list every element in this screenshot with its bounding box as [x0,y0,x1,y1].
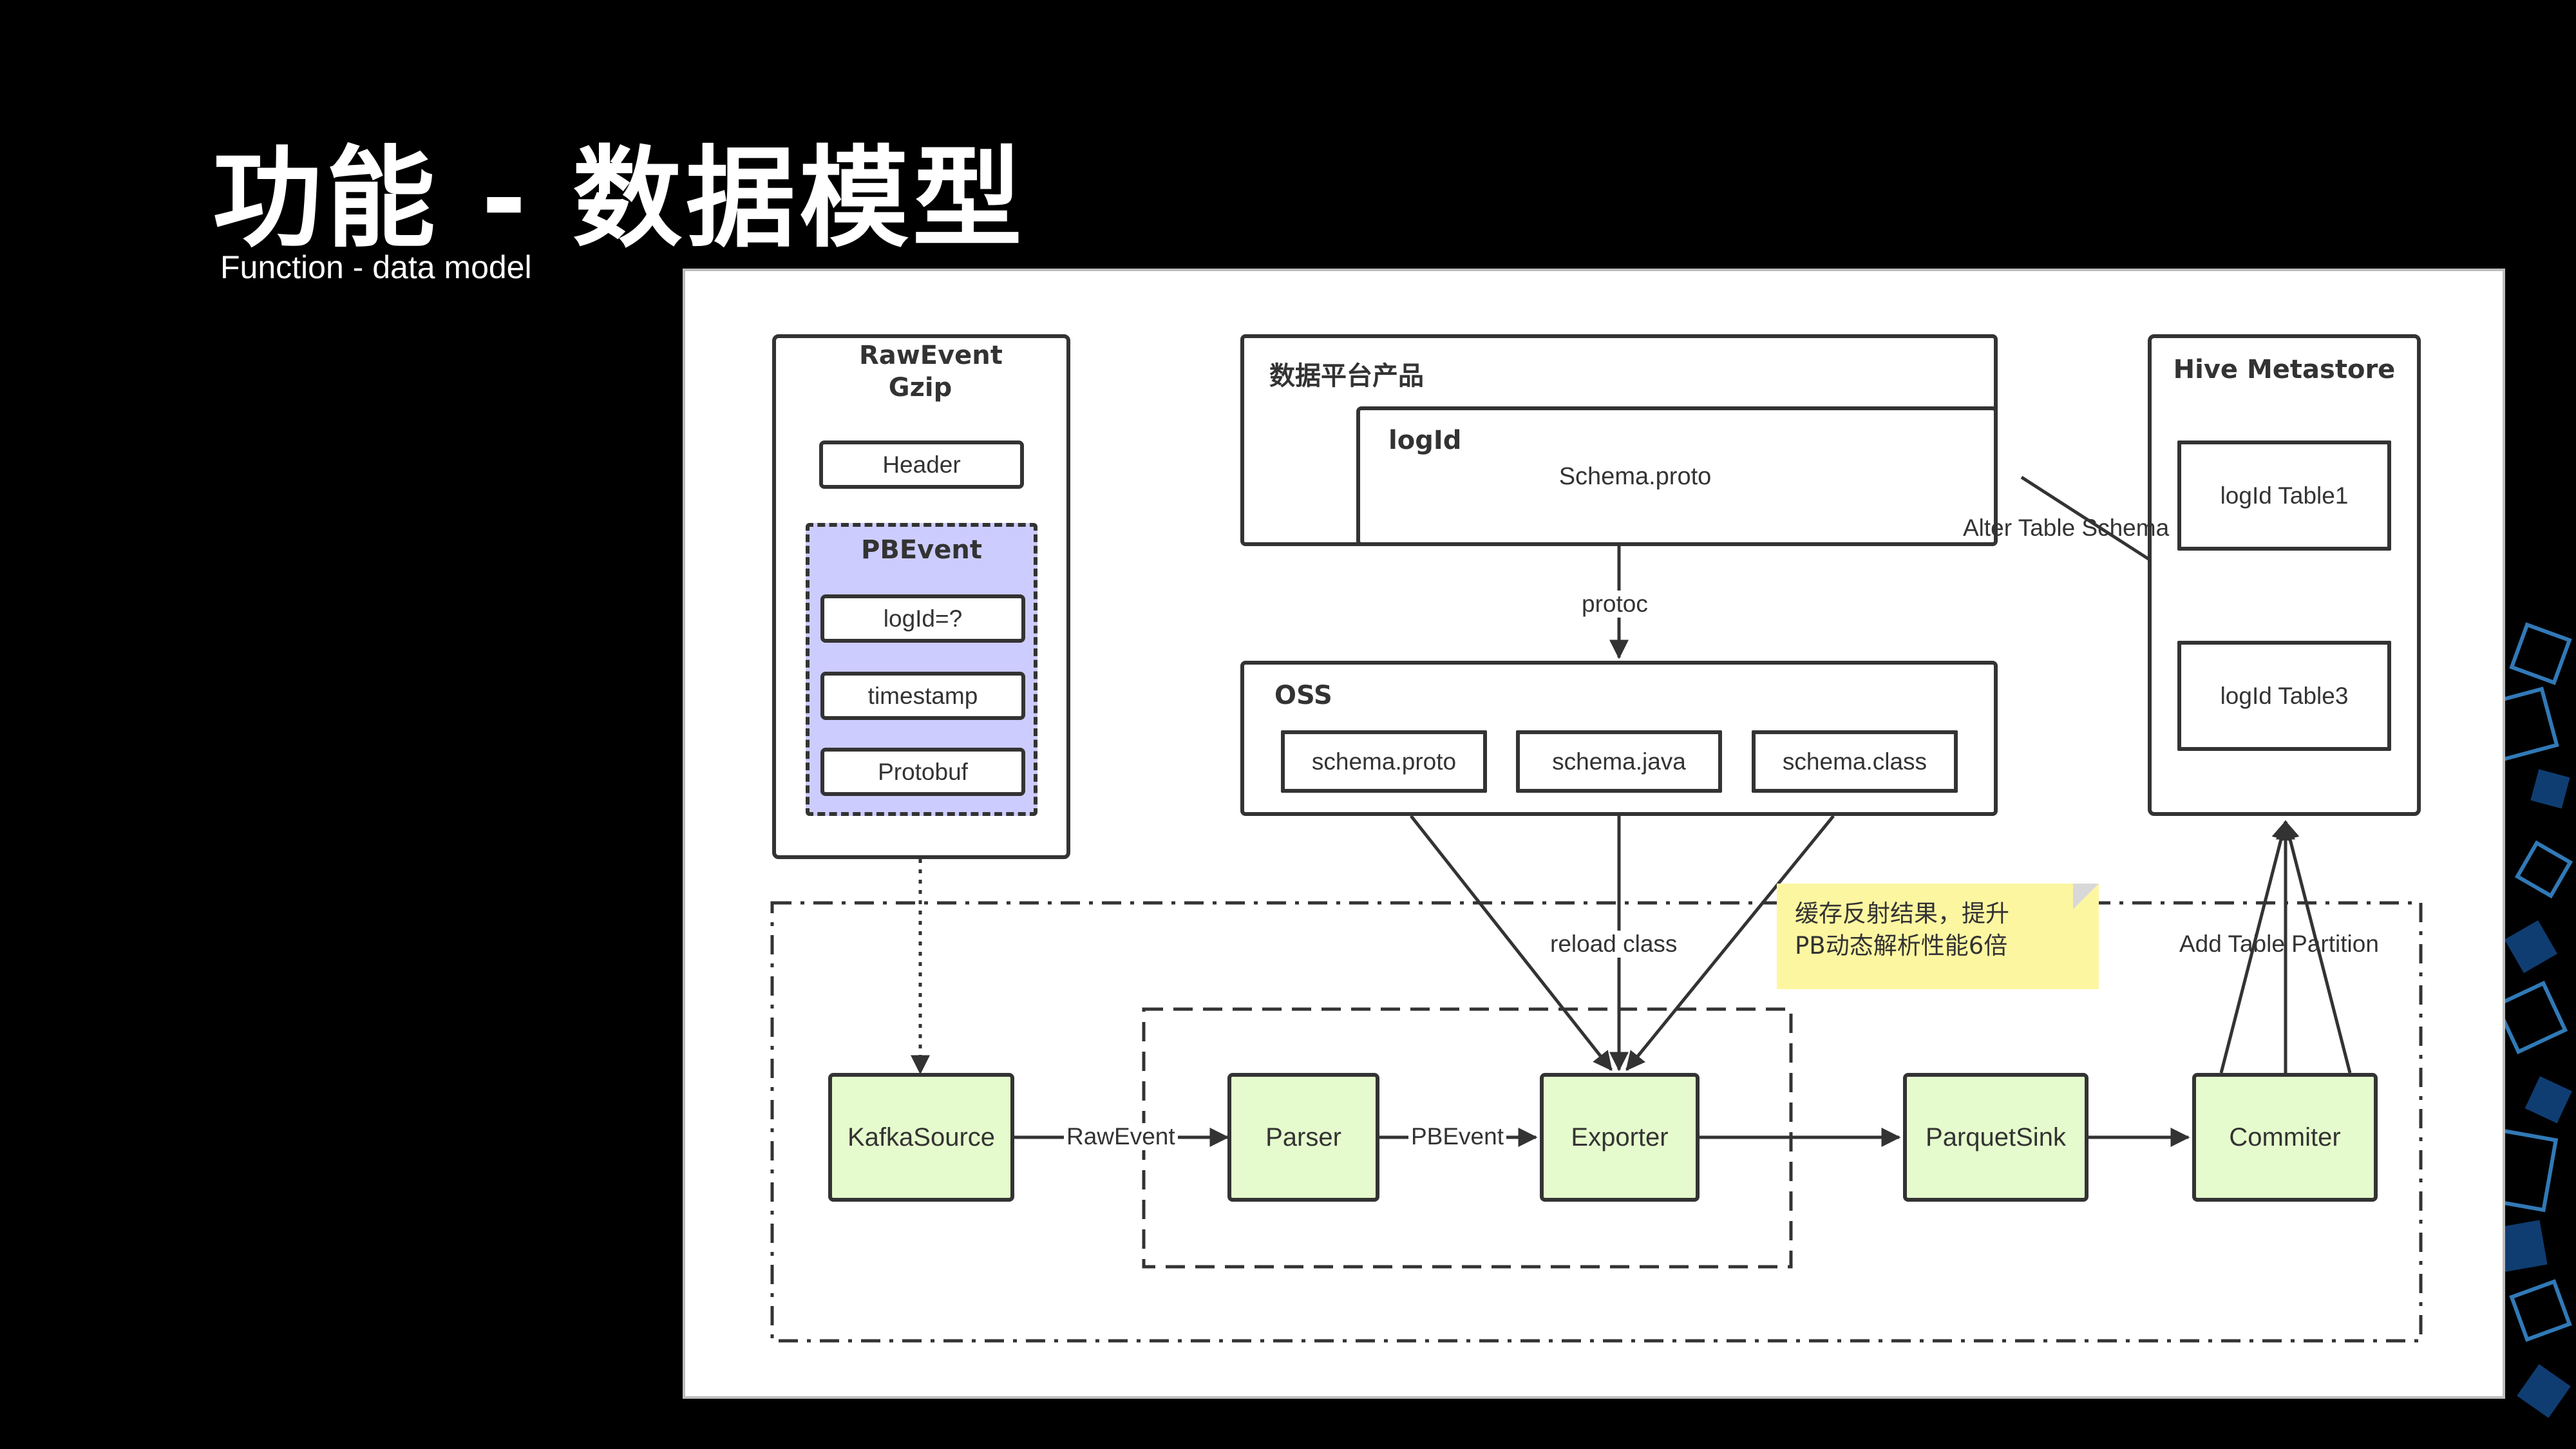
reload-proto-edge [1410,815,1613,1071]
decorative-cubes-graphic [2471,622,2573,1418]
protoc-label: protoc [1579,591,1651,618]
logid-container [1356,406,1998,546]
partition-edge-1 [2219,820,2291,1074]
diagram-canvas: RawEvent Gzip Header PBEvent logId=? tim… [683,269,2505,1399]
hive-title: Hive Metastore [2173,355,2396,384]
commiter-node: Commiter [2192,1073,2378,1202]
rawevent-edge-label: RawEvent [1064,1123,1178,1150]
oss-file-proto: schema.proto [1281,730,1487,793]
pbevent-edge-label: PBEvent [1408,1123,1506,1150]
oss-file-class: schema.class [1752,730,1958,793]
header-field: Header [819,440,1024,489]
performance-note: 缓存反射结果，提升 PB动态解析性能6倍 [1777,884,2099,989]
partition-edge-3 [2280,820,2352,1074]
schema-proto-label: Schema.proto [1558,463,1712,490]
reload-class-edge [1625,815,1835,1071]
pbevent-field-timestamp: timestamp [820,672,1025,720]
pbevent-field-logid: logId=? [820,594,1025,643]
note-line-2: PB动态解析性能6倍 [1795,932,2008,960]
slide-subtitle: Function - data model [220,249,532,285]
logid-title: logId [1388,426,1462,455]
note-line-1: 缓存反射结果，提升 [1795,900,2009,927]
slide-title: 功能 - 数据模型 [213,135,1026,263]
parser-node: Parser [1227,1073,1379,1202]
rawevent-title: RawEvent [859,341,1003,370]
note-fold [2073,884,2099,909]
pbevent-field-protobuf: Protobuf [820,748,1025,796]
reload-class-label: reload class [1548,931,1680,958]
platform-title: 数据平台产品 [1269,361,1424,391]
kafkasource-node: KafkaSource [828,1073,1014,1202]
hive-table-3: logId Table3 [2177,641,2391,751]
hive-table-1: logId Table1 [2177,440,2391,551]
add-partition-label: Add Table Partition [2179,931,2379,957]
oss-file-java: schema.java [1516,730,1722,793]
exporter-node: Exporter [1540,1073,1700,1202]
pipeline-container [770,901,2423,1343]
alter-table-label: Alter Table Schema [1963,515,2170,541]
rawevent-subtitle: Gzip [888,373,952,402]
oss-title: OSS [1274,681,1332,710]
pbevent-title: PBEvent [861,535,982,565]
alter-table-edge [2020,475,2174,576]
parquetsink-node: ParquetSink [1903,1073,2088,1202]
